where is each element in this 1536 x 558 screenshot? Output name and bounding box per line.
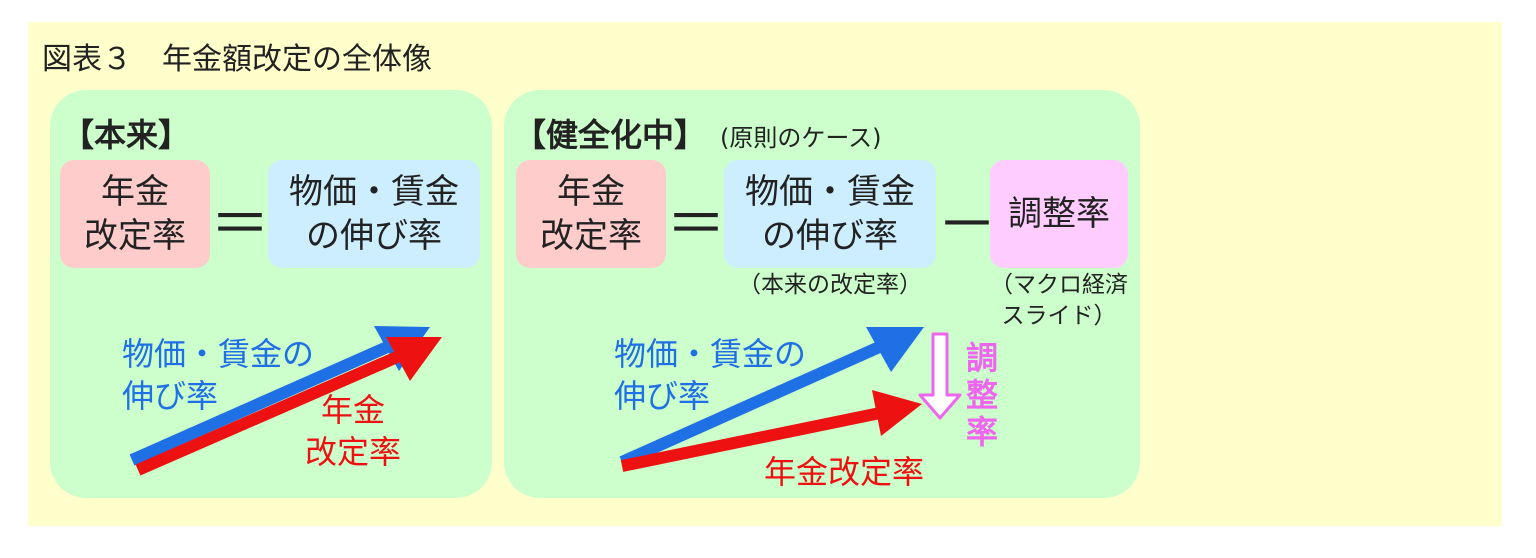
price-wage-growth-label: 物価・賃金の伸び率 <box>614 335 807 415</box>
adjustment-rate-label: 調整率 <box>965 339 998 451</box>
price-wage-growth-box: 物価・賃金 の伸び率 <box>724 160 936 268</box>
box-line: 調整率 <box>1008 193 1110 234</box>
panel-adjustment-heading: 【健全化中】 <box>514 116 707 154</box>
panel-adjustment-subheading: (原則のケース) <box>720 124 882 152</box>
box-line: の伸び率 <box>762 216 898 256</box>
box-line: の伸び率 <box>306 216 442 256</box>
equals-sign: ＝ <box>666 190 726 260</box>
pension-revision-arrow <box>620 390 922 472</box>
figure-title: 図表３ 年金額改定の全体像 <box>42 42 432 77</box>
adjustment-rate-box: 調整率 <box>990 160 1128 268</box>
pension-revision-label: 年金改定率 <box>764 453 925 491</box>
pension-revision-rate-box: 年金 改定率 <box>60 160 210 268</box>
minus-sign: － <box>937 190 997 260</box>
original-rate-note: （本来の改定率） <box>738 272 922 298</box>
panel-original-heading: 【本来】 <box>62 116 191 154</box>
macro-slide-note: （マクロ経済スライド） <box>990 272 1128 330</box>
adjustment-arrow <box>918 332 962 420</box>
box-line: 物価・賃金 <box>745 171 915 212</box>
price-wage-growth-arrow <box>129 326 430 466</box>
price-wage-growth-label: 物価・賃金の伸び率 <box>122 335 315 415</box>
pension-revision-label: 年金改定率 <box>304 391 401 471</box>
price-wage-growth-box: 物価・賃金 の伸び率 <box>268 160 480 268</box>
box-line: 年金 <box>557 171 625 212</box>
pension-revision-rate-box: 年金 改定率 <box>516 160 666 268</box>
panel-original <box>50 90 492 498</box>
box-line: 改定率 <box>84 216 186 256</box>
box-line: 改定率 <box>540 216 642 256</box>
pension-revision-arrow <box>135 337 442 476</box>
box-line: 年金 <box>101 171 169 212</box>
equals-sign: ＝ <box>210 190 270 260</box>
price-wage-growth-arrow <box>619 327 924 468</box>
box-line: 物価・賃金 <box>289 171 459 212</box>
